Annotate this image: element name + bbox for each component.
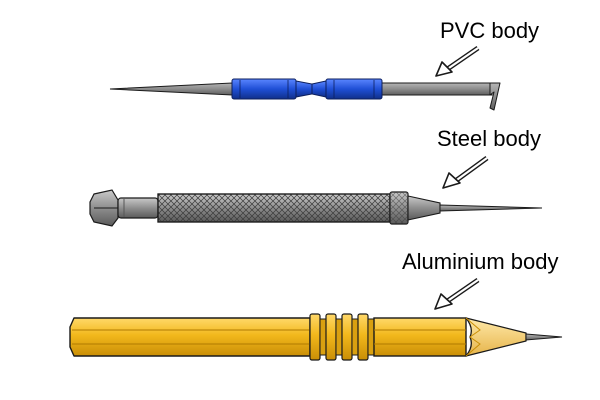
pvc-scriber-rod — [379, 82, 493, 96]
pvc-body-label: PVC body — [440, 18, 540, 43]
pvc-grip-right — [325, 78, 383, 100]
pvc-scriber-hook — [489, 82, 501, 111]
aluminium-scriber-rings — [309, 313, 375, 361]
aluminium-body-label: Aluminium body — [402, 249, 559, 274]
steel-body-label: Steel body — [437, 126, 541, 151]
pvc-scriber-left-point — [109, 82, 233, 96]
pvc-arrow — [435, 45, 480, 77]
steel-scriber-taper — [407, 195, 441, 221]
steel-scriber-point — [439, 204, 543, 212]
steel-arrow — [442, 155, 489, 189]
aluminium-scriber-cone — [465, 317, 527, 357]
aluminium-scriber-body-left — [69, 317, 311, 357]
aluminium-scriber — [69, 313, 563, 361]
steel-scriber — [89, 189, 543, 227]
pvc-grip-left — [231, 78, 297, 100]
pvc-scriber — [109, 78, 501, 111]
pvc-grip-waist — [295, 80, 327, 98]
aluminium-scriber-point — [525, 333, 563, 341]
aluminium-scriber-body-right — [373, 317, 467, 357]
aluminium-arrow — [434, 277, 480, 310]
